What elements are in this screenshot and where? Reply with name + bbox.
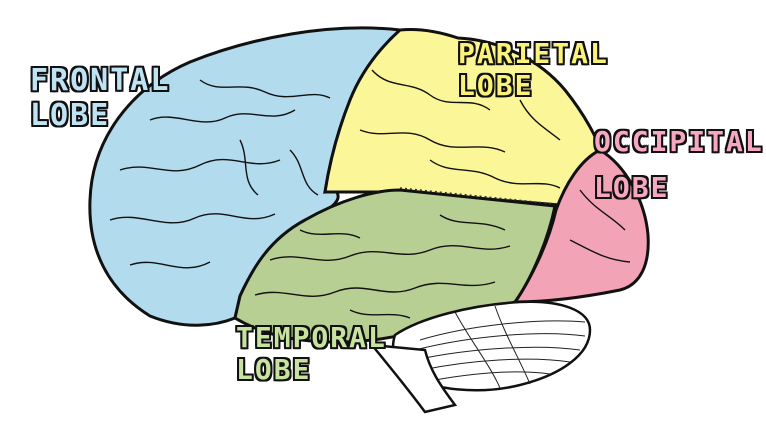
brain-stem [369,343,458,414]
frontal-lobe-label: FRONTAL LOBE [29,63,171,133]
occipital-lobe [512,148,650,304]
brain-folds [109,69,631,319]
lobe-boundary-dotted [399,187,556,205]
temporal-lobe-label: TEMPORAL LOBE [236,321,387,387]
parietal-label-line2: LOBE [458,69,534,103]
temporal-label-line2: LOBE [236,353,312,387]
occipital-label-line1: OCCIPITAL [594,125,764,158]
frontal-label-line2: LOBE [29,97,111,133]
parietal-label-line1: PARIETAL [458,37,609,70]
frontal-label-line1: FRONTAL [29,63,171,98]
occipital-lobe-label: OCCIPITAL LOBE [594,125,764,205]
parietal-lobe-label: PARIETAL LOBE [458,37,609,103]
temporal-label-line1: TEMPORAL [236,321,387,354]
occipital-label-line2: LOBE [594,171,670,205]
